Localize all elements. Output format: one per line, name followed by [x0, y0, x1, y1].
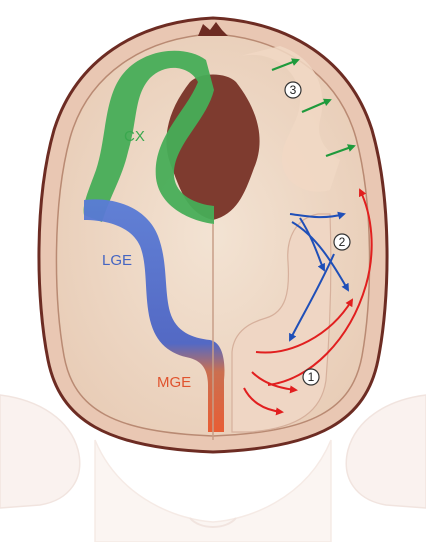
label-lge: LGE: [102, 252, 132, 269]
label-mge: MGE: [157, 374, 191, 391]
step-marker-2: 2: [334, 234, 350, 250]
step-marker-3: 3: [285, 82, 301, 98]
step-number-3: 3: [290, 83, 297, 97]
label-cx: CX: [124, 128, 145, 145]
step-number-2: 2: [339, 235, 346, 249]
step-marker-1: 1: [303, 369, 319, 385]
step-number-1: 1: [308, 370, 315, 384]
